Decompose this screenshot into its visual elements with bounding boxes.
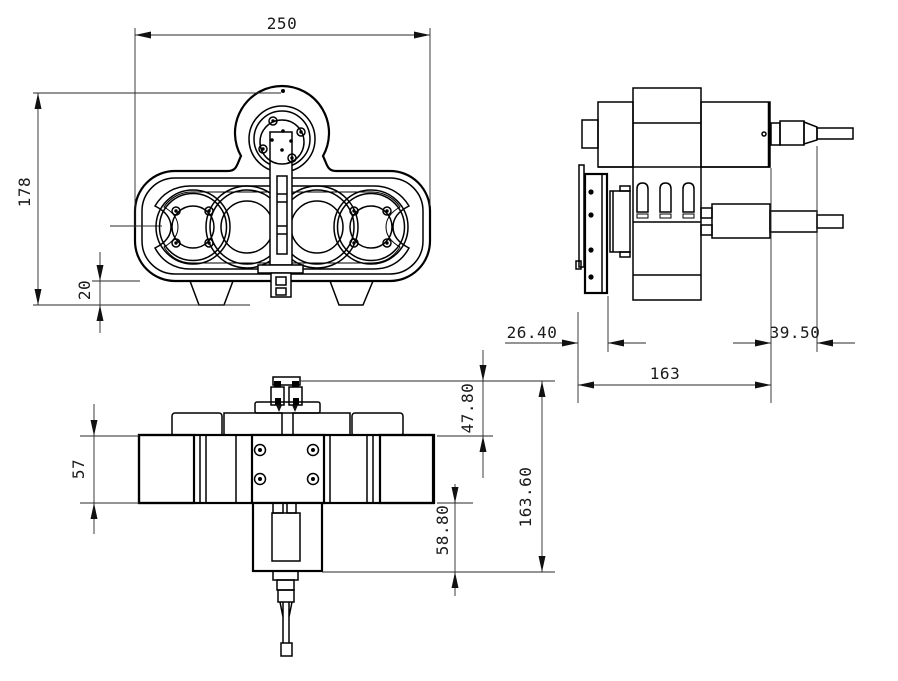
front-lens-outer-right (333, 189, 409, 265)
front-dome-hub (258, 89, 306, 165)
side-body (581, 87, 771, 301)
bottom-main-body (137, 433, 436, 505)
dim-label-163: 163 (650, 364, 680, 383)
dim-label-39-50: 39.50 (770, 323, 821, 342)
dim-label-250: 250 (267, 14, 297, 33)
side-connector-top (770, 120, 854, 146)
front-lens-outer-left (155, 189, 231, 265)
dimension-bottom-total: 163.60 (516, 381, 546, 572)
dim-label-20: 20 (75, 280, 94, 300)
dimension-side-length: 163 (578, 364, 771, 389)
dimension-bottom-body: 57 (69, 404, 139, 534)
dimension-side-plate: 26.40 (505, 296, 646, 403)
dimension-bottom-lower: 58.80 (322, 484, 555, 596)
bottom-lower-assembly (251, 501, 324, 657)
dim-label-58-80: 58.80 (433, 505, 452, 556)
dim-label-57: 57 (69, 459, 88, 479)
side-mount-plate (575, 164, 631, 295)
side-view: 26.40 39.50 163 (505, 87, 855, 403)
front-center-arm (257, 131, 304, 298)
dim-label-26-40: 26.40 (507, 323, 558, 342)
bottom-view: 57 47.80 58.80 163.60 (69, 350, 555, 657)
side-connector-mid (700, 203, 844, 239)
dim-label-178: 178 (15, 177, 34, 207)
dim-label-163-60: 163.60 (516, 467, 535, 528)
dimension-front-width: 250 (134, 14, 431, 228)
dimension-front-height: 178 (15, 92, 281, 306)
dimension-side-connector: 39.50 (733, 146, 855, 403)
bottom-upper-assembly (171, 376, 404, 437)
dimension-bottom-upper: 47.80 (300, 350, 555, 478)
dim-label-47-80: 47.80 (458, 383, 477, 434)
front-view: 250 178 20 (15, 14, 432, 333)
dimension-front-foot: 20 (75, 252, 140, 333)
